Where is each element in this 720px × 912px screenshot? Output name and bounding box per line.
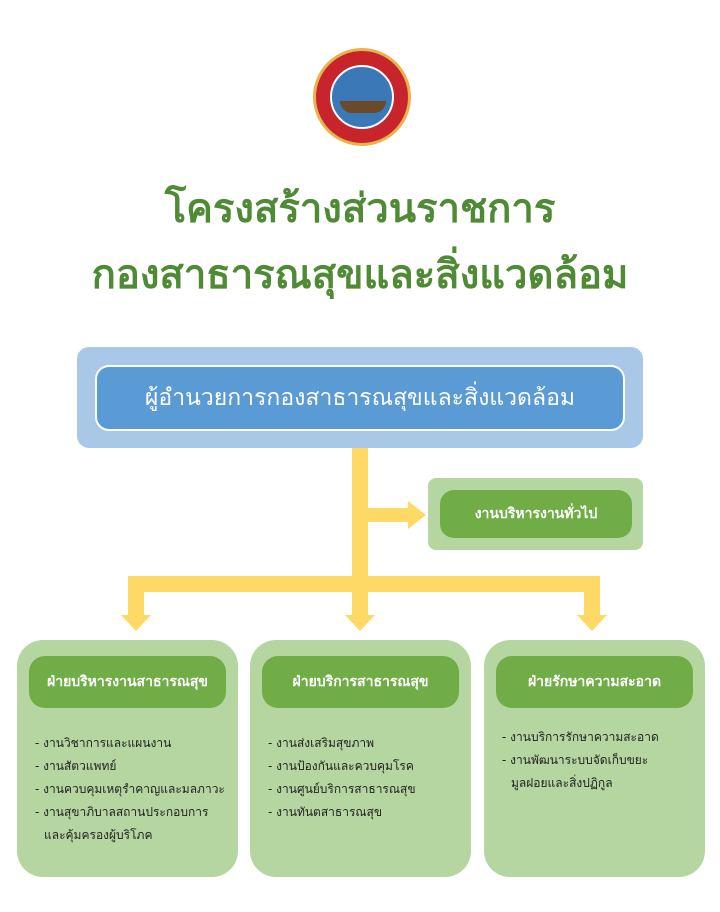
director-box: ผู้อำนวยการกองสาธารณสุขและสิ่งแวดล้อม	[95, 365, 625, 431]
division-title: ฝ่ายรักษาความสะอาด	[496, 656, 693, 708]
task-item: - งานบริการรักษาความสะอาด	[502, 730, 659, 744]
municipality-logo	[313, 48, 411, 146]
task-item: - งานควบคุมเหตุรำคาญและมลภาวะ	[35, 782, 225, 796]
task-item: - งานป้องกันและควบคุมโรค	[268, 759, 414, 773]
task-item: มูลฝอยและสิ่งปฏิกูล	[511, 776, 613, 790]
task-item: - งานพัฒนาระบบจัดเก็บขยะ	[502, 753, 649, 767]
arrow-down-icon	[121, 615, 151, 631]
division-task-list: - งานส่งเสริมสุขภาพ - งานป้องกันและควบคุ…	[268, 732, 465, 824]
arrow-down-icon	[577, 615, 607, 631]
connector-left	[128, 592, 144, 616]
connector-right	[584, 592, 600, 616]
connector-general	[368, 508, 410, 522]
division-task-list: - งานวิชาการและแผนงาน - งานสัตวแพทย์ - ง…	[35, 732, 232, 847]
task-item: - งานศูนย์บริการสาธารณสุข	[268, 782, 416, 796]
arrow-right-icon	[408, 501, 426, 529]
task-item: - งานส่งเสริมสุขภาพ	[268, 736, 374, 750]
division-task-list: - งานบริการรักษาความสะอาด - งานพัฒนาระบบ…	[502, 726, 699, 795]
task-item: - งานทันตสาธารณสุข	[268, 805, 383, 819]
division-public-health-admin: ฝ่ายบริหารงานสาธารณสุข - งานวิชาการและแผ…	[17, 640, 238, 877]
connector-vertical	[352, 448, 368, 582]
page-title-line1: โครงสร้างส่วนราชการ	[164, 186, 556, 232]
task-item: และคุ้มครองผู้บริโภค	[44, 828, 153, 842]
division-public-health-service: ฝ่ายบริการสาธารณสุข - งานส่งเสริมสุขภาพ …	[250, 640, 471, 877]
division-cleanliness: ฝ่ายรักษาความสะอาด - งานบริการรักษาความส…	[484, 640, 705, 877]
task-item: - งานวิชาการและแผนงาน	[35, 736, 172, 750]
task-item: - งานสัตวแพทย์	[35, 759, 117, 773]
division-title: ฝ่ายบริการสาธารณสุข	[262, 656, 459, 708]
division-title: ฝ่ายบริหารงานสาธารณสุข	[29, 656, 226, 708]
connector-horizontal	[128, 576, 600, 592]
task-item: - งานสุขาภิบาลสถานประกอบการ	[35, 805, 209, 819]
page-title-line2: กองสาธารณสุขและสิ่งแวดล้อม	[91, 252, 629, 298]
general-admin-box: งานบริหารงานทั่วไป	[440, 490, 632, 538]
arrow-down-icon	[345, 615, 375, 631]
connector-center	[352, 592, 368, 616]
